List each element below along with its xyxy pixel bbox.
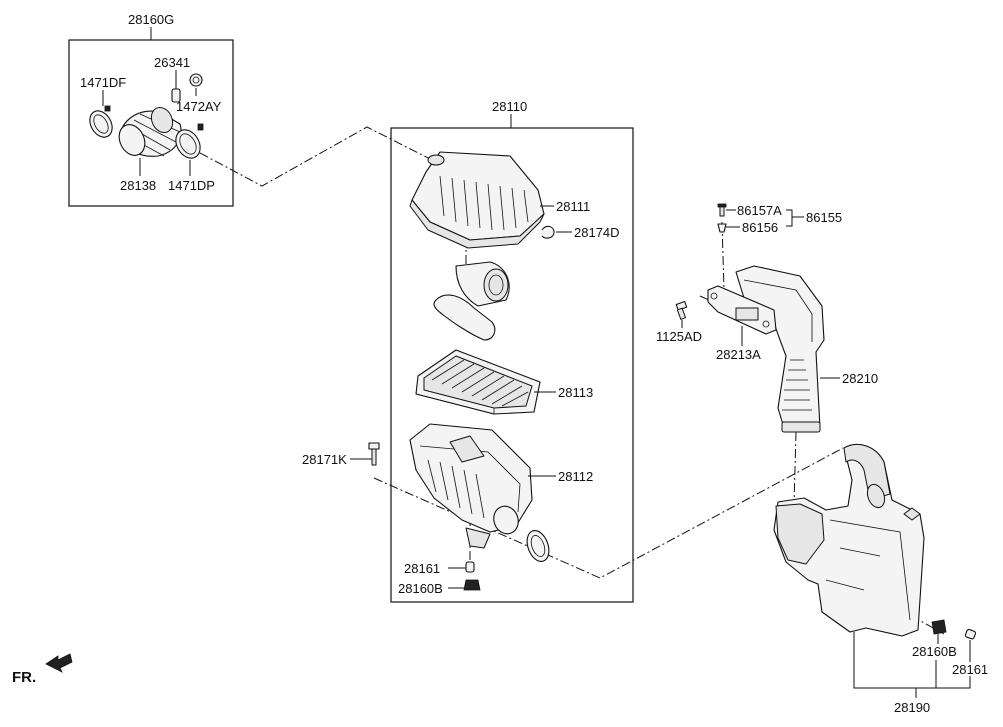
label-28174D: 28174D bbox=[574, 225, 620, 240]
assembly-box-28110 bbox=[390, 127, 634, 603]
label-28113: 28113 bbox=[558, 385, 593, 400]
leader-lines-28160G bbox=[102, 27, 197, 176]
sensor-26341 bbox=[171, 86, 181, 103]
label-28190: 28190 bbox=[894, 700, 930, 715]
label-28112: 28112 bbox=[558, 469, 593, 484]
duct-pieces bbox=[433, 261, 510, 341]
label-28160G: 28160G bbox=[128, 12, 174, 27]
fastener-86157A bbox=[717, 203, 727, 217]
grommet-28161-a bbox=[465, 561, 475, 573]
bracket-28213A bbox=[707, 285, 777, 335]
label-28210: 28210 bbox=[842, 371, 878, 386]
clamp-1471DP bbox=[175, 123, 204, 159]
label-86157A: 86157A bbox=[737, 203, 782, 218]
grommet-28161-b bbox=[964, 628, 977, 640]
bolt-28171K bbox=[368, 442, 380, 466]
resonator-28190 bbox=[773, 444, 925, 637]
label-28213A: 28213A bbox=[716, 347, 761, 362]
leader-lines-28190 bbox=[853, 632, 971, 698]
label-28111: 28111 bbox=[556, 199, 590, 214]
leader-lines-28210 bbox=[681, 209, 840, 379]
label-28138: 28138 bbox=[120, 178, 156, 193]
label-86155: 86155 bbox=[806, 210, 842, 225]
clip-28174D bbox=[541, 225, 555, 239]
label-1125AD: 1125AD bbox=[656, 329, 702, 344]
label-1471DP: 1471DP bbox=[168, 178, 215, 193]
label-28160B-a: 28160B bbox=[398, 581, 443, 596]
label-28161-a: 28161 bbox=[404, 561, 440, 576]
clamp-1471DF bbox=[89, 105, 113, 138]
direction-label: FR. bbox=[12, 669, 36, 686]
upper-cover-28111 bbox=[409, 151, 545, 249]
part-labels: 28160G 26341 1471DF 1472AY 28138 1471DP … bbox=[12, 12, 988, 715]
label-1472AY: 1472AY bbox=[176, 99, 222, 114]
label-26341: 26341 bbox=[154, 55, 190, 70]
bushing-28160B-b bbox=[931, 619, 947, 635]
label-1471DF: 1471DF bbox=[80, 75, 126, 90]
label-28171K: 28171K bbox=[302, 452, 347, 467]
label-86156: 86156 bbox=[742, 220, 778, 235]
clamp-1472AY bbox=[189, 73, 203, 87]
front-direction-arrow-icon bbox=[45, 653, 73, 673]
label-28161-b: 28161 bbox=[952, 662, 988, 677]
clip-86156 bbox=[717, 223, 727, 233]
label-28160B-b: 28160B bbox=[912, 644, 957, 659]
hose-28138 bbox=[118, 106, 182, 157]
label-28110: 28110 bbox=[492, 99, 527, 114]
filter-element-28113 bbox=[415, 349, 541, 415]
leader-lines-28110 bbox=[350, 114, 572, 589]
bushing-28160B-a bbox=[463, 579, 481, 591]
gasket-ring bbox=[526, 530, 550, 562]
lower-case-28112 bbox=[409, 423, 533, 549]
bolt-1125AD bbox=[675, 300, 688, 320]
